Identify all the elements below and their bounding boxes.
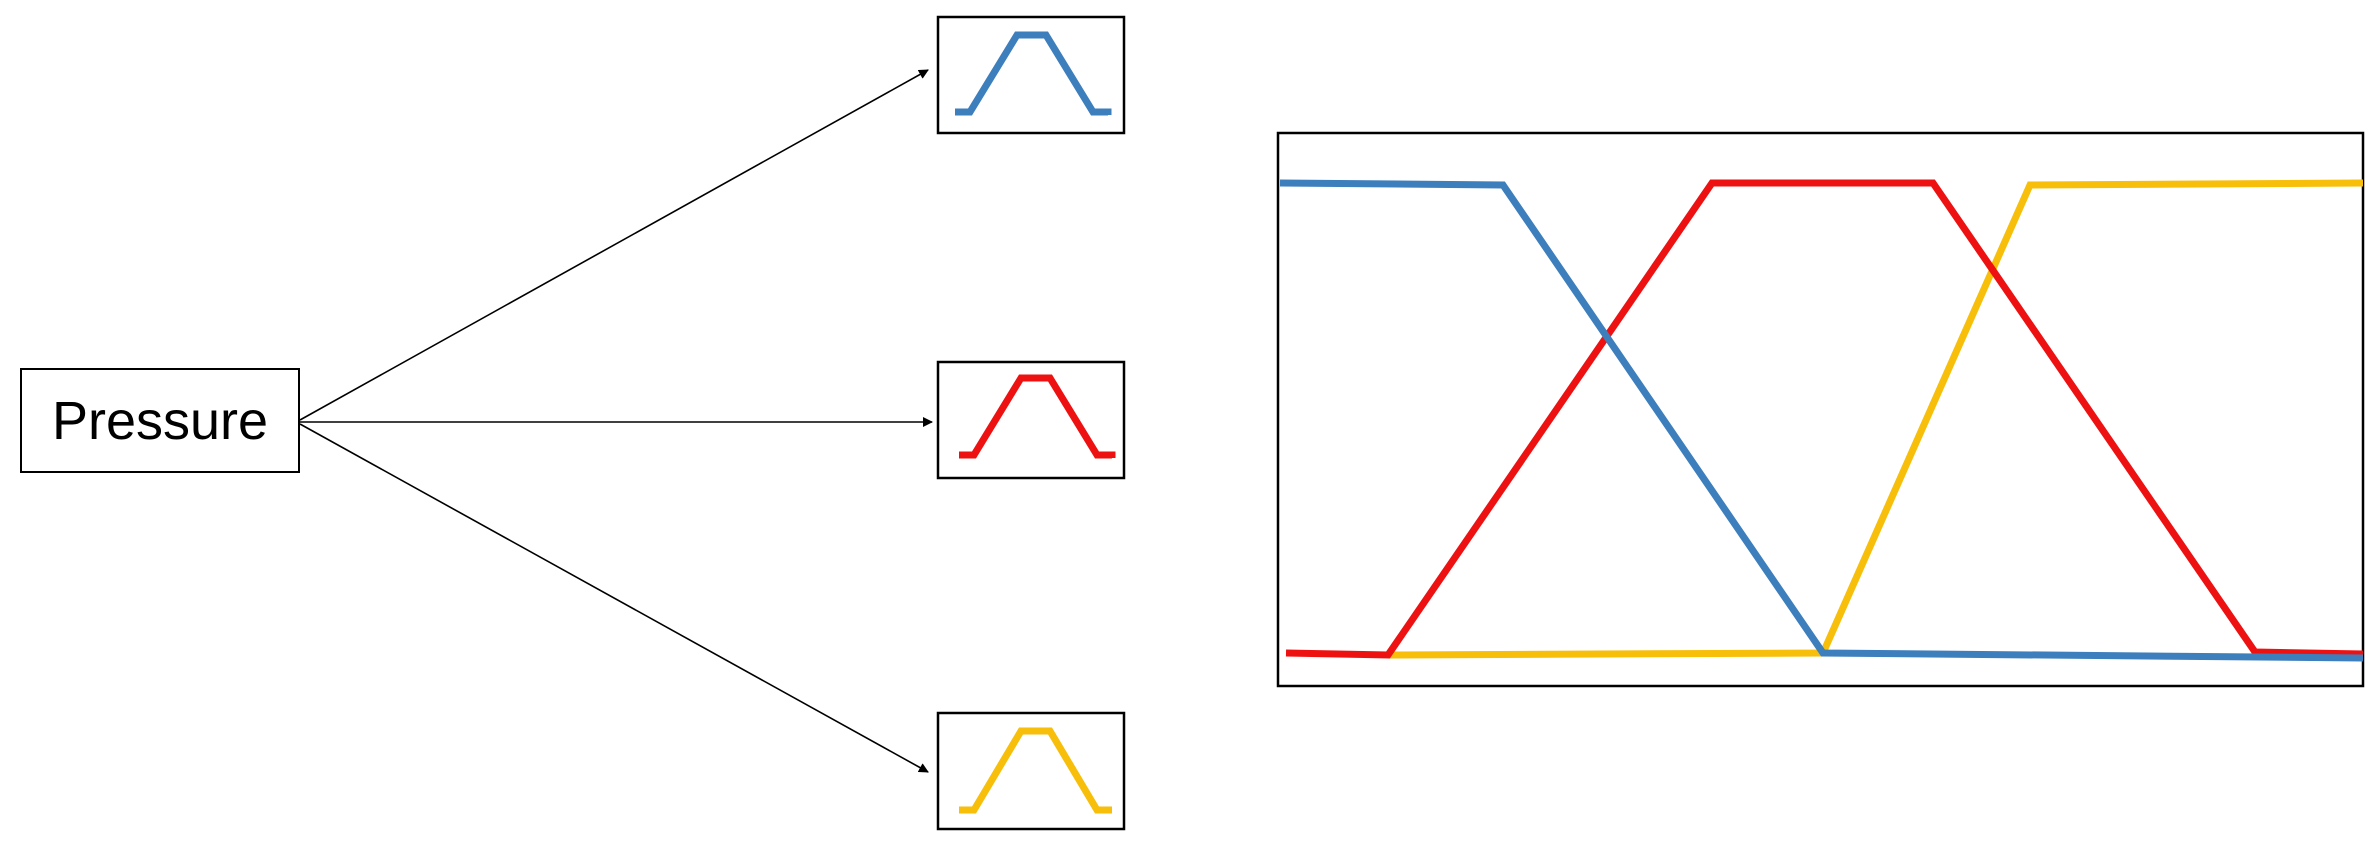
red-membership-line — [1285, 179, 2364, 659]
membership-icon-red — [936, 360, 1126, 480]
chart-frame — [1276, 131, 2365, 688]
blue-trapezoid-icon — [955, 31, 1112, 116]
pressure-input-box: Pressure — [20, 368, 300, 473]
connector-arrows — [299, 69, 933, 773]
icon-frame — [936, 360, 1126, 480]
membership-icon-blue — [936, 15, 1126, 135]
arrow-to-yellow-icon — [299, 423, 929, 773]
arrow-to-blue-icon — [299, 69, 929, 421]
membership-icon-yellow — [936, 711, 1126, 831]
red-trapezoid-icon — [959, 374, 1116, 459]
membership-chart — [1276, 131, 2365, 688]
blue-membership-line — [1279, 179, 2364, 662]
yellow-membership-line — [1387, 179, 2364, 659]
input-label: Pressure — [51, 390, 269, 451]
yellow-trapezoid-icon — [959, 727, 1112, 814]
